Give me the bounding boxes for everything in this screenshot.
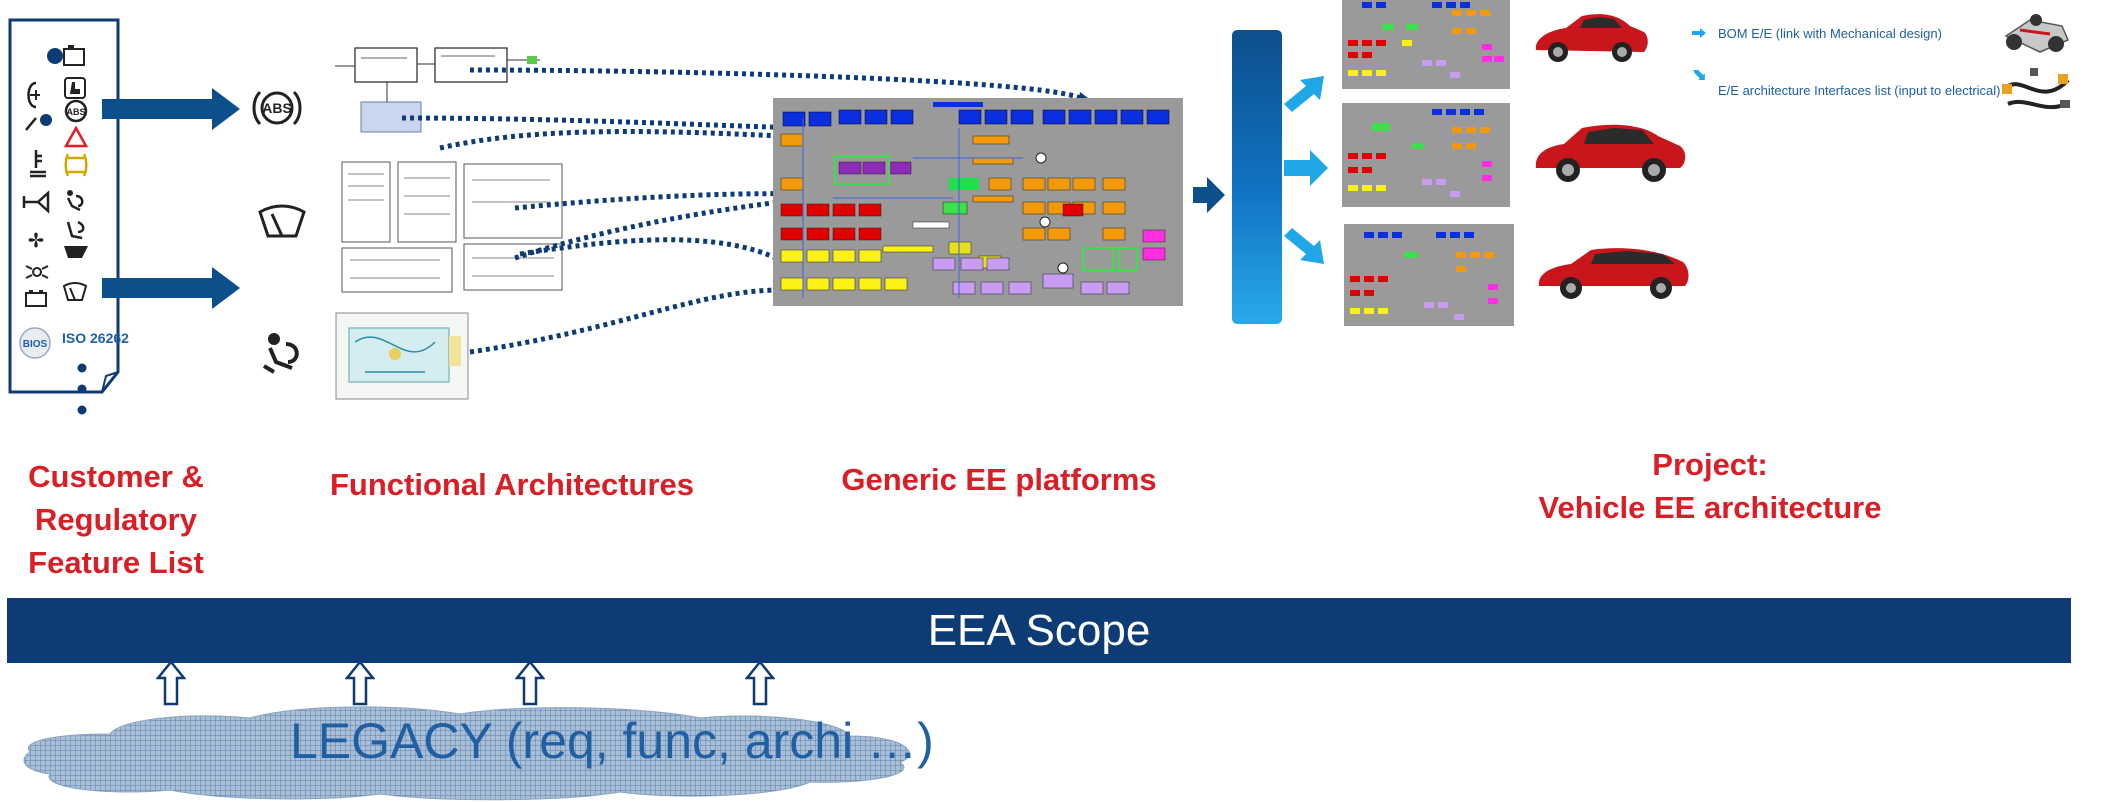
project-architecture-diagram-3: [1344, 224, 1514, 326]
project-title: Project: Vehicle EE architecture: [1500, 443, 1920, 529]
bom-legend-label: BOM E/E (link with Mechanical design): [1718, 26, 1942, 41]
interfaces-bullet-arrow: [1693, 70, 1705, 80]
fan-icon: [28, 232, 44, 248]
project-title-line-1: Project:: [1652, 447, 1768, 482]
wiring-harness-image: [2002, 68, 2070, 110]
temperature-icon: [30, 150, 46, 178]
warning-icon: [64, 126, 88, 148]
legacy-up-arrow-3: [515, 660, 545, 706]
project-title-line-2: Vehicle EE architecture: [1538, 490, 1882, 525]
light-icon: [25, 265, 49, 279]
vehicle-chassis-image: [2004, 14, 2069, 53]
svg-text:ABS: ABS: [262, 100, 292, 116]
functional-architecture-diagram-3: [335, 312, 469, 400]
wiper-function-icon: [258, 204, 306, 238]
tire-icon: [64, 153, 88, 177]
project-architecture-diagram-1: [1342, 0, 1510, 89]
battery-icon: [25, 290, 47, 307]
feature-list-title: Customer & Regulatory Feature List: [0, 455, 232, 584]
abs-icon: ABS: [64, 99, 88, 123]
steering-icon: [25, 114, 52, 131]
feature-list-title-line-3: Feature List: [28, 545, 204, 580]
car-image-suv: [1535, 124, 1686, 182]
airbag-function-icon: [262, 333, 299, 374]
car-image-wagon: [1538, 248, 1689, 299]
feature-list-document: [8, 18, 120, 415]
eea-scope-band: EEA Scope: [7, 598, 2071, 663]
wiper-icon: [62, 282, 88, 301]
legacy-label: LEGACY (req, func, archi …): [290, 713, 934, 769]
feature-list-title-line-2: Regulatory: [35, 502, 197, 537]
bios-logo: BIOS: [19, 327, 51, 359]
variance-filtering-bar: [1232, 30, 1282, 324]
platform-to-variance-arrow: [1193, 177, 1225, 213]
feature-to-function-arrow-top: [102, 88, 240, 130]
interfaces-legend-label: E/E architecture Interfaces list (input …: [1718, 83, 2001, 98]
airbag-icon: [66, 190, 84, 212]
bom-bullet-arrow: [1692, 28, 1706, 38]
generic-ee-platforms-title: Generic EE platforms: [841, 462, 1157, 497]
legacy-up-arrow-4: [745, 660, 775, 706]
generic-ee-platform-diagram: [773, 98, 1183, 306]
seatbelt-icon: [64, 220, 88, 258]
headlamp-icon: [27, 81, 40, 109]
iso-26262-badge: ISO 26262: [62, 330, 129, 346]
legacy-up-arrow-1: [156, 660, 186, 706]
svg-text:BIOS: BIOS: [23, 339, 48, 350]
abs-function-icon: ABS: [252, 90, 302, 126]
car-image-sedan: [1535, 14, 1648, 62]
legacy-up-arrow-2: [345, 660, 375, 706]
feature-to-function-arrow-bottom: [102, 267, 240, 309]
svg-text:ABS: ABS: [66, 107, 85, 117]
legacy-cloud: [23, 706, 910, 801]
camera-icon: [47, 45, 85, 66]
horn-icon: [22, 190, 50, 214]
feature-list-title-line-1: Customer &: [28, 459, 204, 494]
variance-output-arrows: [1284, 76, 1328, 264]
seat-icon: [64, 77, 86, 99]
project-architecture-diagram-2: [1342, 103, 1510, 207]
functional-architectures-title: Functional Architectures: [329, 467, 695, 502]
eea-scope-label: EEA Scope: [927, 605, 1151, 655]
